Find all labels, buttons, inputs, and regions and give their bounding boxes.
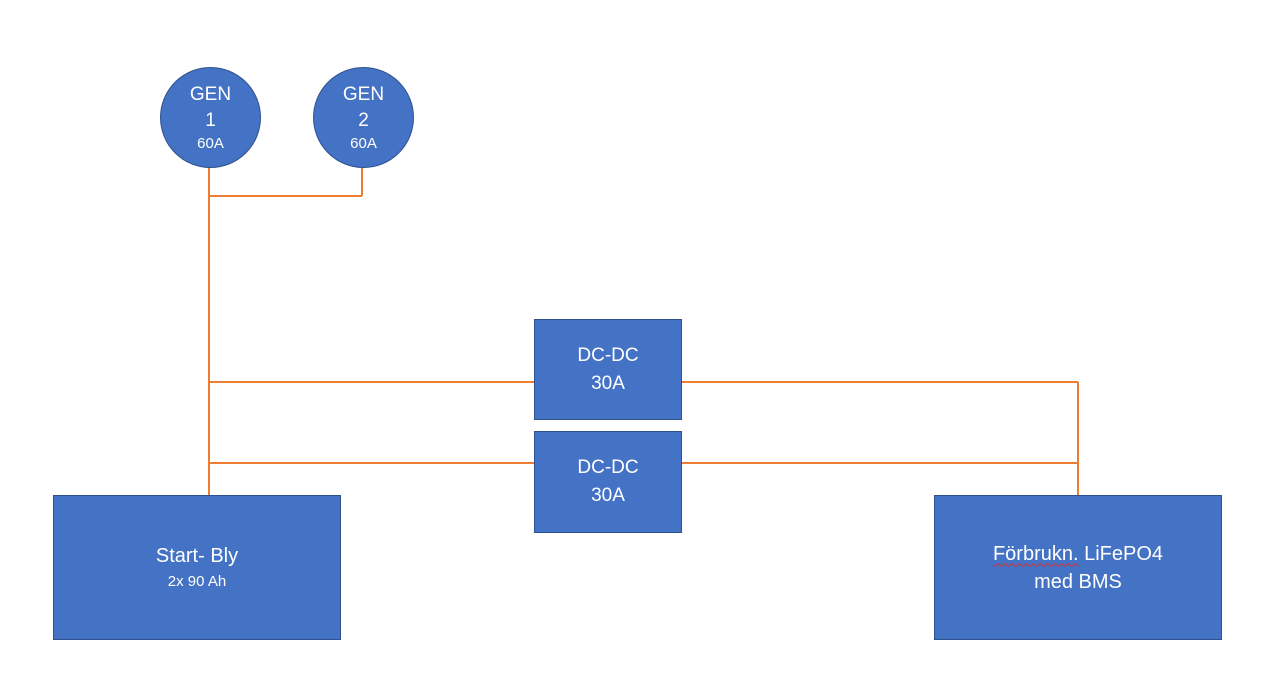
generator-2-label: GEN [342, 84, 385, 105]
dc-dc-converter-2-rating: 30A [591, 485, 625, 506]
generator-2: GEN 2 60A [313, 67, 414, 168]
dc-dc-converter-2: DC-DC 30A [534, 431, 682, 533]
start-battery: Start- Bly 2x 90 Ah [53, 495, 341, 640]
generator-1: GEN 1 60A [160, 67, 261, 168]
dc-dc-converter-1-rating: 30A [591, 372, 625, 394]
dc-dc-converter-1-label: DC-DC [577, 344, 639, 366]
house-battery-subtitle: med BMS [1034, 570, 1122, 593]
generator-1-label: GEN [189, 84, 232, 105]
dc-dc-converter-1: DC-DC 30A [534, 319, 682, 420]
start-battery-capacity: 2x 90 Ah [167, 572, 227, 590]
generator-1-rating: 60A [197, 135, 224, 152]
start-battery-title: Start- Bly [155, 544, 239, 567]
house-battery-title: Förbrukn. LiFePO4 [993, 540, 1163, 568]
generator-1-number: 1 [205, 110, 216, 131]
house-battery: Förbrukn. LiFePO4 med BMS [934, 495, 1222, 640]
generator-2-rating: 60A [350, 135, 377, 152]
house-battery-title-word: Förbrukn. [992, 542, 1079, 565]
generator-2-number: 2 [358, 110, 369, 131]
house-battery-title-chem: LiFePO4 [1078, 542, 1164, 565]
dc-dc-converter-2-label: DC-DC [577, 457, 639, 478]
